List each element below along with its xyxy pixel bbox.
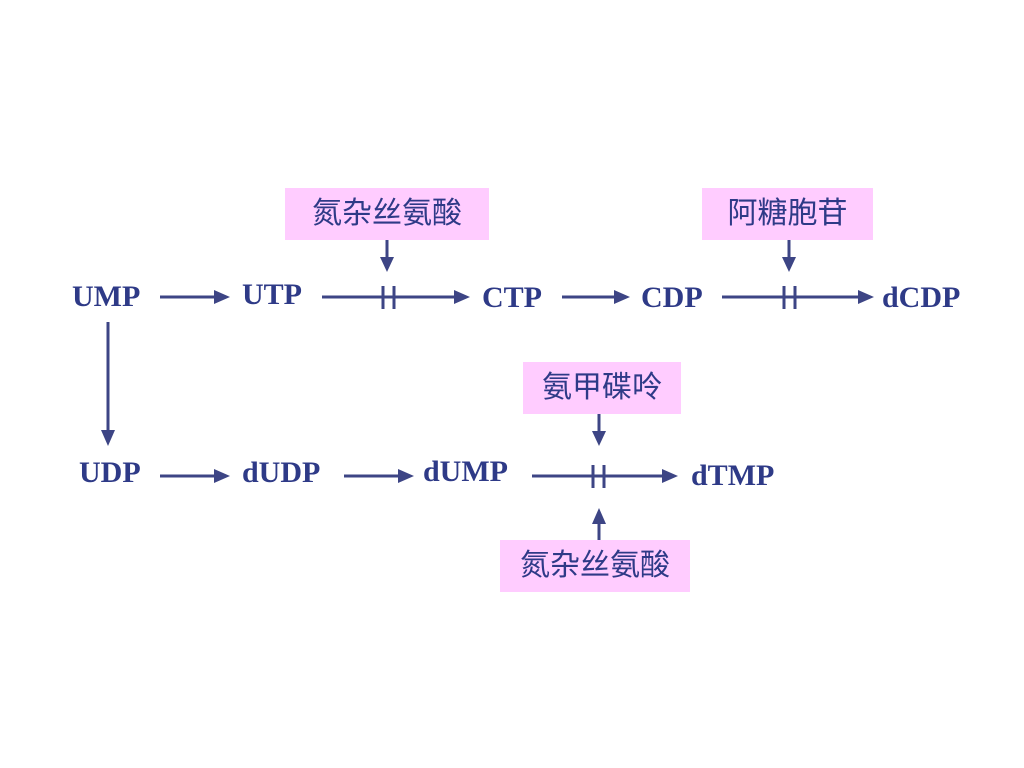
- arrow-ctp-to-cdp: [562, 290, 630, 304]
- arrow-udp-to-dudp: [160, 469, 230, 483]
- arrow-dump-to-dtmp: [532, 469, 678, 483]
- inhibitor-box-dump-to-dtmp-top: 氨甲碟呤: [523, 362, 681, 414]
- node-dudp: dUDP: [242, 456, 321, 489]
- arrow-ump-to-utp: [160, 290, 230, 304]
- block-mark-utp-to-ctp: [381, 286, 396, 309]
- inhibitor-box-utp-to-ctp: 氮杂丝氨酸: [285, 188, 489, 240]
- node-cdp: CDP: [641, 281, 703, 314]
- node-ctp: CTP: [482, 281, 542, 314]
- node-dump: dUMP: [423, 455, 508, 488]
- node-dtmp: dTMP: [691, 459, 775, 492]
- node-utp: UTP: [242, 278, 302, 311]
- inhibit-arrow-bottom-dump-to-dtmp: [592, 508, 606, 540]
- inhibit-arrow-cdp-to-dcdp: [782, 240, 796, 272]
- arrow-utp-to-ctp: [322, 290, 470, 304]
- inhibitor-box-dump-to-dtmp-bottom: 氮杂丝氨酸: [500, 540, 690, 592]
- inhibit-arrow-utp-to-ctp: [380, 240, 394, 272]
- arrow-dudp-to-dump: [344, 469, 414, 483]
- node-udp: UDP: [79, 456, 141, 489]
- node-ump: UMP: [72, 280, 141, 313]
- arrow-ump-to-udp: [101, 322, 115, 446]
- block-mark-cdp-to-dcdp: [782, 286, 797, 309]
- inhibit-arrow-top-dump-to-dtmp: [592, 414, 606, 446]
- node-dcdp: dCDP: [882, 281, 961, 314]
- arrow-cdp-to-dcdp: [722, 290, 874, 304]
- block-mark-dump-to-dtmp: [591, 465, 606, 488]
- inhibitor-box-cdp-to-dcdp: 阿糖胞苷: [702, 188, 873, 240]
